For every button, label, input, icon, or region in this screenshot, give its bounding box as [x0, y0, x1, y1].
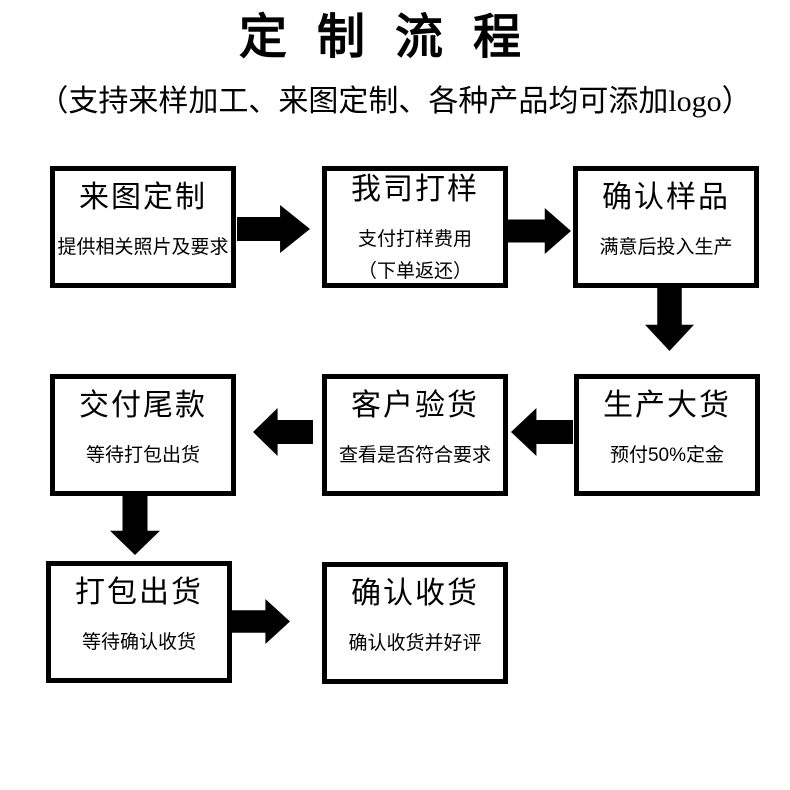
flow-step-customer-inspection: 客户验货 查看是否符合要求 [322, 374, 508, 496]
flow-step-packing-shipping: 打包出货 等待确认收货 [46, 561, 232, 683]
arrow-left-icon [511, 408, 573, 456]
step-note: （下单返还） [357, 261, 472, 282]
arrow-right-icon [237, 205, 310, 253]
arrow-left-icon [253, 408, 313, 456]
step-desc: 预付50%定金 [609, 445, 725, 466]
arrow-right-icon [507, 208, 571, 254]
step-desc: 满意后投入生产 [599, 237, 733, 258]
step-title: 确认样品 [602, 181, 730, 214]
step-title: 交付尾款 [79, 389, 207, 422]
flow-step-design-request: 来图定制 提供相关照片及要求 [50, 166, 236, 288]
step-desc: 支付打样费用 [357, 229, 472, 250]
step-title: 确认收货 [351, 577, 479, 610]
flow-step-sampling: 我司打样 支付打样费用 （下单返还） [322, 166, 508, 288]
page-subtitle: （支持来样加工、来图定制、各种产品均可添加logo） [38, 85, 752, 118]
step-title: 我司打样 [351, 173, 479, 206]
flow-step-confirm-sample: 确认样品 满意后投入生产 [573, 166, 759, 288]
flow-step-confirm-receipt: 确认收货 确认收货并好评 [322, 562, 508, 684]
step-title: 客户验货 [351, 389, 479, 422]
step-title: 来图定制 [79, 181, 207, 214]
flow-step-final-payment: 交付尾款 等待打包出货 [50, 374, 236, 496]
step-desc: 查看是否符合要求 [338, 445, 491, 466]
step-desc: 等待打包出货 [85, 445, 200, 466]
arrow-down-icon [645, 287, 694, 351]
step-title: 生产大货 [603, 389, 731, 422]
step-title: 打包出货 [75, 576, 203, 609]
arrow-right-icon [230, 599, 290, 644]
arrow-down-icon [110, 496, 160, 555]
flow-step-mass-production: 生产大货 预付50%定金 [574, 374, 760, 496]
step-desc: 确认收货并好评 [348, 633, 482, 654]
page-title: 定制流程 [238, 11, 551, 64]
step-desc: 提供相关照片及要求 [57, 237, 229, 258]
step-desc: 等待确认收货 [81, 632, 196, 653]
